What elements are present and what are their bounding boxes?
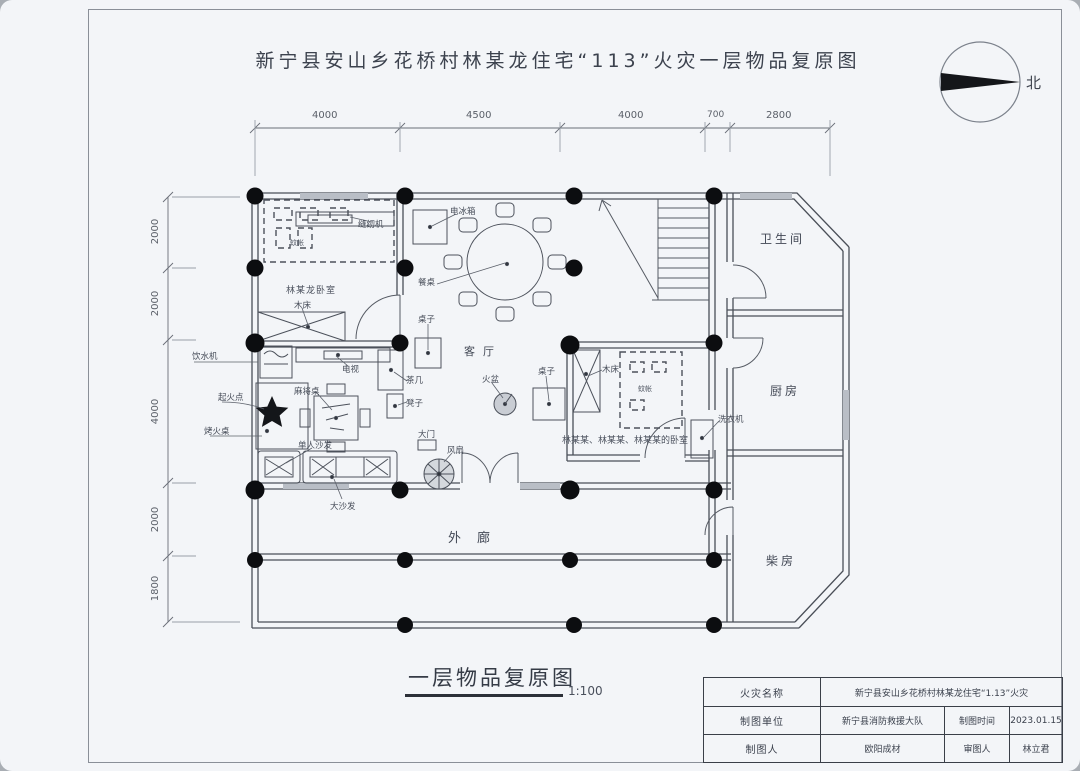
leader-lines (194, 213, 720, 500)
title-block-time-label: 制图时间 (945, 707, 1010, 735)
title-block-unit-label: 制图单位 (704, 707, 821, 735)
title-block: 火灾名称 新宁县安山乡花桥村林某龙住宅“1.13”火灾 制图单位 新宁县消防救援… (703, 677, 1063, 763)
plan-caption: 一层物品复原图 (408, 666, 576, 690)
label-washing-machine: 洗衣机 (718, 415, 744, 425)
title-block-unit-value: 新宁县消防救援大队 (821, 707, 945, 735)
label-fan: 风扇 (447, 446, 465, 456)
label-main-door: 大门 (418, 430, 436, 440)
room-bedroom-right: 林某某、林某某、林某某的卧室 (562, 436, 689, 446)
label-stool: 凳子 (406, 399, 424, 409)
label-fire-origin: 起火点 (218, 393, 244, 403)
dim-left-3: 4000 (150, 398, 162, 425)
dimension-lines (162, 120, 836, 628)
label-wood-bed-left: 木床 (294, 301, 312, 311)
label-dining-table: 餐桌 (418, 278, 436, 288)
label-long-sofa: 大沙发 (330, 502, 356, 512)
dim-left-2: 2000 (150, 290, 162, 317)
dim-top-1: 4000 (312, 110, 338, 121)
fire-origin-star (255, 396, 289, 427)
room-bathroom: 卫生间 (760, 232, 806, 246)
staircase (598, 199, 709, 301)
label-upper-table: 桌子 (418, 315, 436, 325)
label-lower-table: 桌子 (538, 367, 556, 377)
dim-top-4: 700 (707, 110, 725, 120)
dim-top-2: 4500 (466, 110, 492, 121)
caption-underline (405, 694, 563, 697)
room-bedroom-left: 林某龙卧室 (286, 286, 337, 296)
room-kitchen: 厨房 (770, 384, 801, 398)
label-single-sofa: 单人沙发 (298, 441, 333, 451)
room-veranda: 外廊 (448, 531, 507, 546)
title-block-reviewer-value: 林立君 (1010, 735, 1063, 763)
label-sewing-machine: 缝纫机 (358, 220, 384, 230)
furniture (255, 199, 714, 490)
label-mahjong-table: 麻将桌 (294, 387, 320, 397)
title-block-fire-name-label: 火灾名称 (704, 678, 821, 707)
label-tv: 电视 (342, 365, 360, 375)
doors (355, 264, 767, 536)
label-mosquito-net-right: 蚊帐 (638, 385, 652, 393)
dim-top-5: 2800 (766, 110, 792, 121)
columns (245, 187, 723, 633)
window-hatches (283, 193, 849, 489)
walls (251, 192, 850, 629)
title-block-fire-name-value: 新宁县安山乡花桥村林某龙住宅“1.13”火灾 (821, 678, 1063, 707)
label-water-dispenser: 饮水机 (192, 352, 218, 362)
title-block-drafter-value: 欧阳成材 (821, 735, 945, 763)
drawing-title: 新宁县安山乡花桥村林某龙住宅“113”火灾一层物品复原图 (255, 50, 861, 72)
label-tea-table: 茶几 (406, 376, 424, 386)
north-label: 北 (1026, 74, 1042, 92)
dim-top-3: 4000 (618, 110, 644, 121)
label-fridge: 电冰箱 (450, 207, 476, 217)
title-block-drafter-label: 制图人 (704, 735, 821, 763)
dim-left-4: 2000 (150, 506, 162, 533)
label-mosquito-net-left: 蚊帐 (290, 239, 304, 247)
label-fire-basin: 火盆 (482, 375, 500, 385)
plan-scale: 1:100 (568, 684, 603, 698)
room-living: 客厅 (464, 345, 502, 358)
title-block-reviewer-label: 审图人 (945, 735, 1010, 763)
label-wood-bed-right: 木床 (602, 365, 620, 375)
dim-left-5: 1800 (150, 575, 162, 602)
dim-left-1: 2000 (150, 218, 162, 245)
title-block-time-value: 2023.01.15 (1010, 707, 1063, 735)
sheet-border-frame (88, 9, 1062, 763)
label-heating-table: 烤火桌 (204, 427, 230, 437)
room-firewood: 柴房 (766, 554, 797, 568)
north-compass (939, 41, 1021, 123)
